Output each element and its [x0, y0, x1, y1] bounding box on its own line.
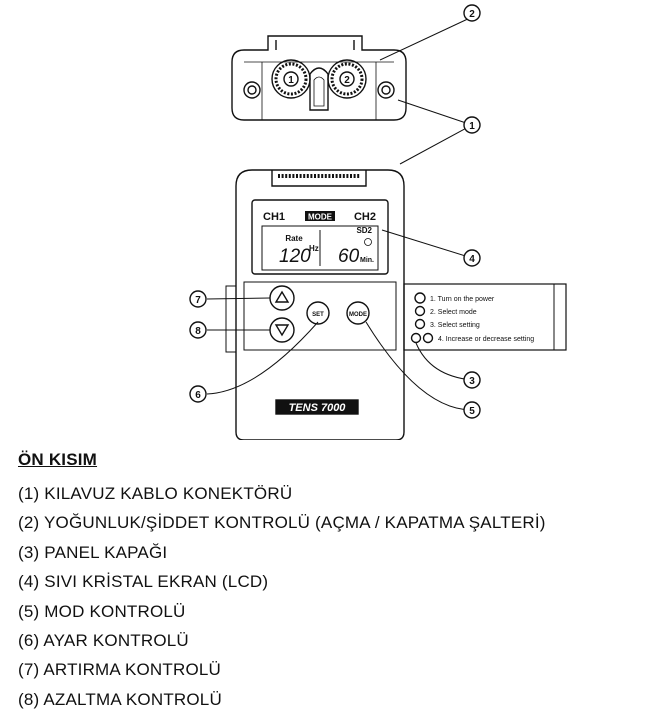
mode-button[interactable] — [346, 301, 370, 325]
callout-8: 8 — [195, 326, 201, 337]
callout-5: 5 — [469, 406, 475, 417]
front-view — [225, 169, 405, 440]
lcd-rate-label: Rate — [285, 234, 303, 243]
connector-hole-right — [377, 81, 395, 99]
callout-8-circle — [189, 321, 207, 339]
connector-hole-left — [243, 81, 261, 99]
brand-plate — [275, 399, 359, 415]
legend-item-5: (5) MOD KONTROLÜ — [18, 601, 186, 621]
callout-6-circle — [189, 385, 207, 403]
lcd-rate-value: 120 — [279, 246, 311, 267]
mode-button-label: MODE — [349, 312, 367, 318]
lcd-ch2: CH2 — [354, 211, 376, 223]
callout-4: 4 — [469, 254, 475, 265]
set-button[interactable] — [306, 301, 330, 325]
callout-4-circle — [463, 249, 481, 267]
panel-item-2: 2. Select mode — [430, 309, 477, 316]
increase-button[interactable] — [269, 285, 295, 311]
lcd-ch1: CH1 — [263, 211, 285, 223]
callout-3: 3 — [469, 376, 475, 387]
lcd-sd2: SD2 — [356, 226, 372, 235]
callout-2: 2 — [469, 9, 475, 20]
top-view — [231, 35, 407, 121]
callout-5-circle — [463, 401, 481, 419]
callout-7-circle — [189, 290, 207, 308]
panel-item-1: 1. Turn on the power — [430, 296, 495, 303]
legend-item-6: (6) AYAR KONTROLÜ — [18, 630, 189, 650]
legend: ÖN KISIM (1) KILAVUZ KABLO KONEKTÖRÜ (2)… — [18, 450, 638, 714]
callout-6: 6 — [195, 390, 201, 401]
lcd-min-unit: Min. — [360, 257, 374, 264]
legend-item-4: (4) SIVI KRİSTAL EKRAN (LCD) — [18, 572, 269, 592]
lcd-min-value: 60 — [338, 246, 360, 267]
decrease-button[interactable] — [269, 317, 295, 343]
callout-1-circle — [463, 116, 481, 134]
legend-item-3: (3) PANEL KAPAĞI — [18, 542, 168, 562]
brand-label: TENS 7000 — [289, 402, 347, 414]
lcd-hz: Hz — [309, 244, 319, 253]
legend-item-2: (2) YOĞUNLUK/ŞİDDET KONTROLÜ (AÇMA / KAP… — [18, 513, 546, 533]
callout-1: 1 — [469, 121, 475, 132]
legend-item-8: (8) AZALTMA KONTROLÜ — [18, 689, 222, 709]
panel-item-3: 3. Select setting — [430, 322, 480, 329]
callout-3-circle — [463, 371, 481, 389]
callout-7: 7 — [195, 295, 201, 306]
set-button-label: SET — [312, 312, 324, 318]
svg-text:1: 1 — [288, 75, 294, 86]
device-diagram: 1 2 CH1 MODE CH2 SD2 Rate 120 Hz 60 Min.… — [189, 4, 567, 440]
lcd-mode: MODE — [308, 213, 333, 222]
svg-text:2: 2 — [344, 75, 350, 86]
panel-item-4: 4. Increase or decrease setting — [438, 336, 534, 343]
legend-item-7: (7) ARTIRMA KONTROLÜ — [18, 660, 221, 680]
legend-title: ÖN KISIM — [18, 450, 98, 469]
legend-item-1: (1) KILAVUZ KABLO KONEKTÖRÜ — [18, 484, 293, 503]
callout-2-circle — [463, 4, 481, 22]
panel-cover — [403, 283, 567, 351]
